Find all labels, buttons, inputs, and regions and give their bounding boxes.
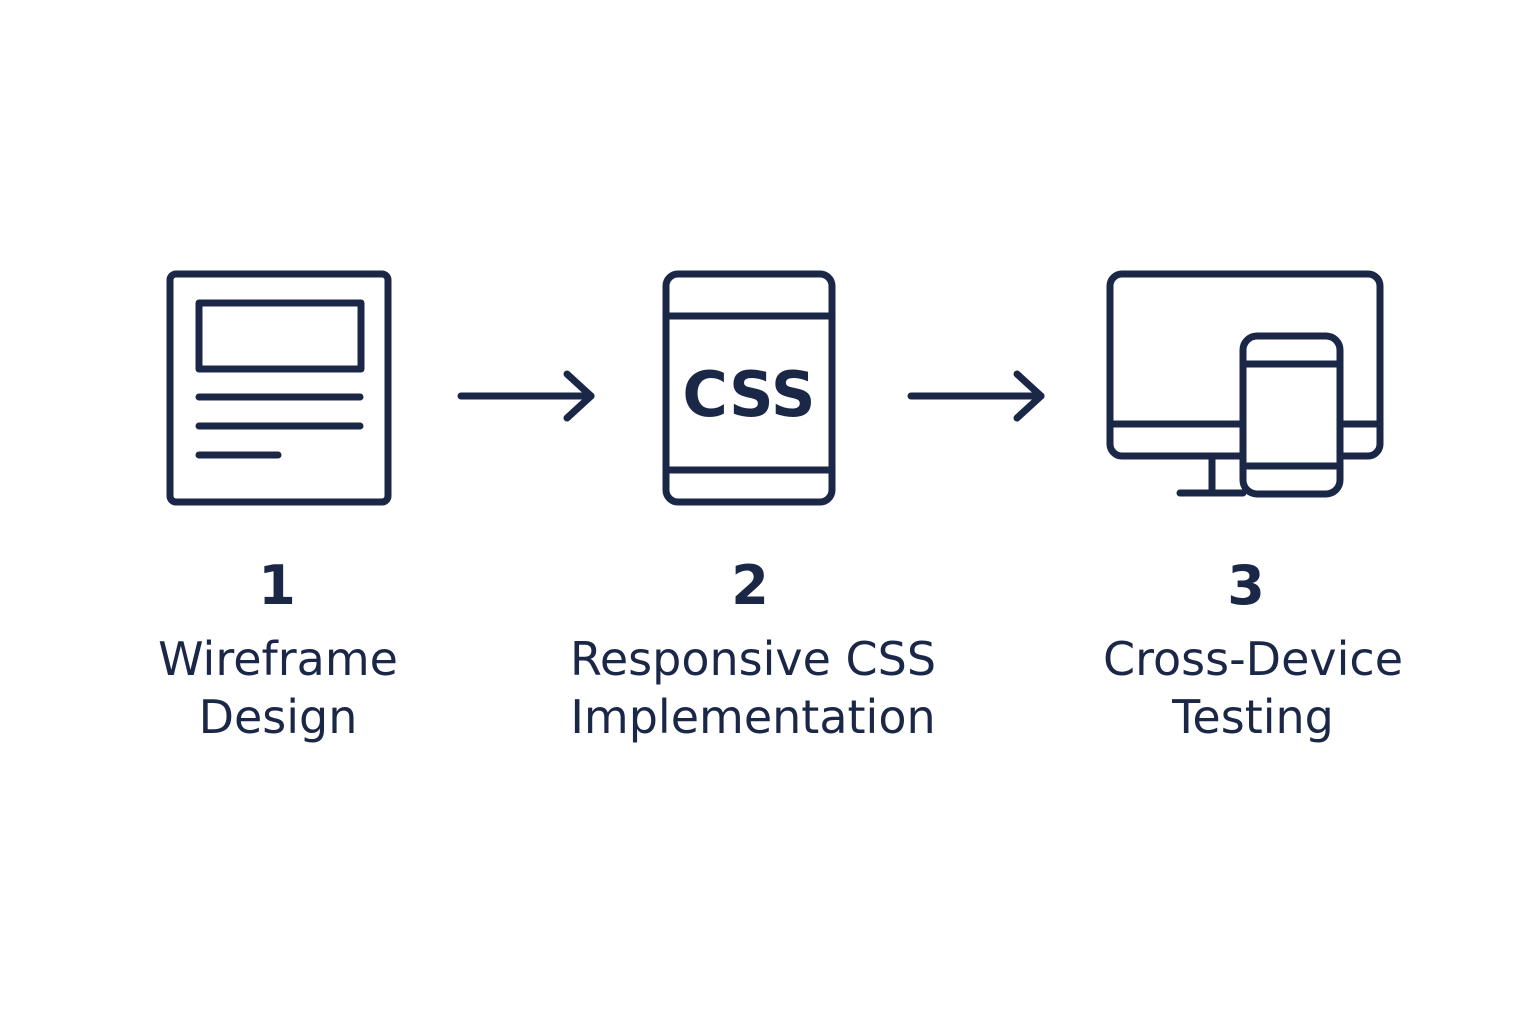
step-number-3: 3 (1227, 554, 1265, 617)
step-number-2: 2 (731, 554, 769, 617)
css-tablet-icon: CSS (662, 270, 836, 506)
step-number-1: 1 (258, 554, 296, 617)
step-label-2: Responsive CSS Implementation (543, 630, 963, 746)
step-label-1: Wireframe Design (68, 630, 488, 746)
monitor-phone-icon (1106, 270, 1384, 498)
step-label-1-line2: Design (198, 690, 358, 744)
step-label-2-line1: Responsive CSS (569, 632, 937, 686)
step-label-3-line2: Testing (1172, 690, 1334, 744)
step-label-3-line1: Cross-Device (1102, 632, 1403, 686)
step-label-2-line2: Implementation (570, 690, 936, 744)
css-icon-text: CSS (682, 358, 815, 431)
step-label-1-line1: Wireframe (158, 632, 398, 686)
wireframe-icon (166, 270, 392, 506)
arrow-right-icon (457, 370, 595, 422)
step-label-3: Cross-Device Testing (1043, 630, 1463, 746)
arrow-right-icon (907, 370, 1045, 422)
